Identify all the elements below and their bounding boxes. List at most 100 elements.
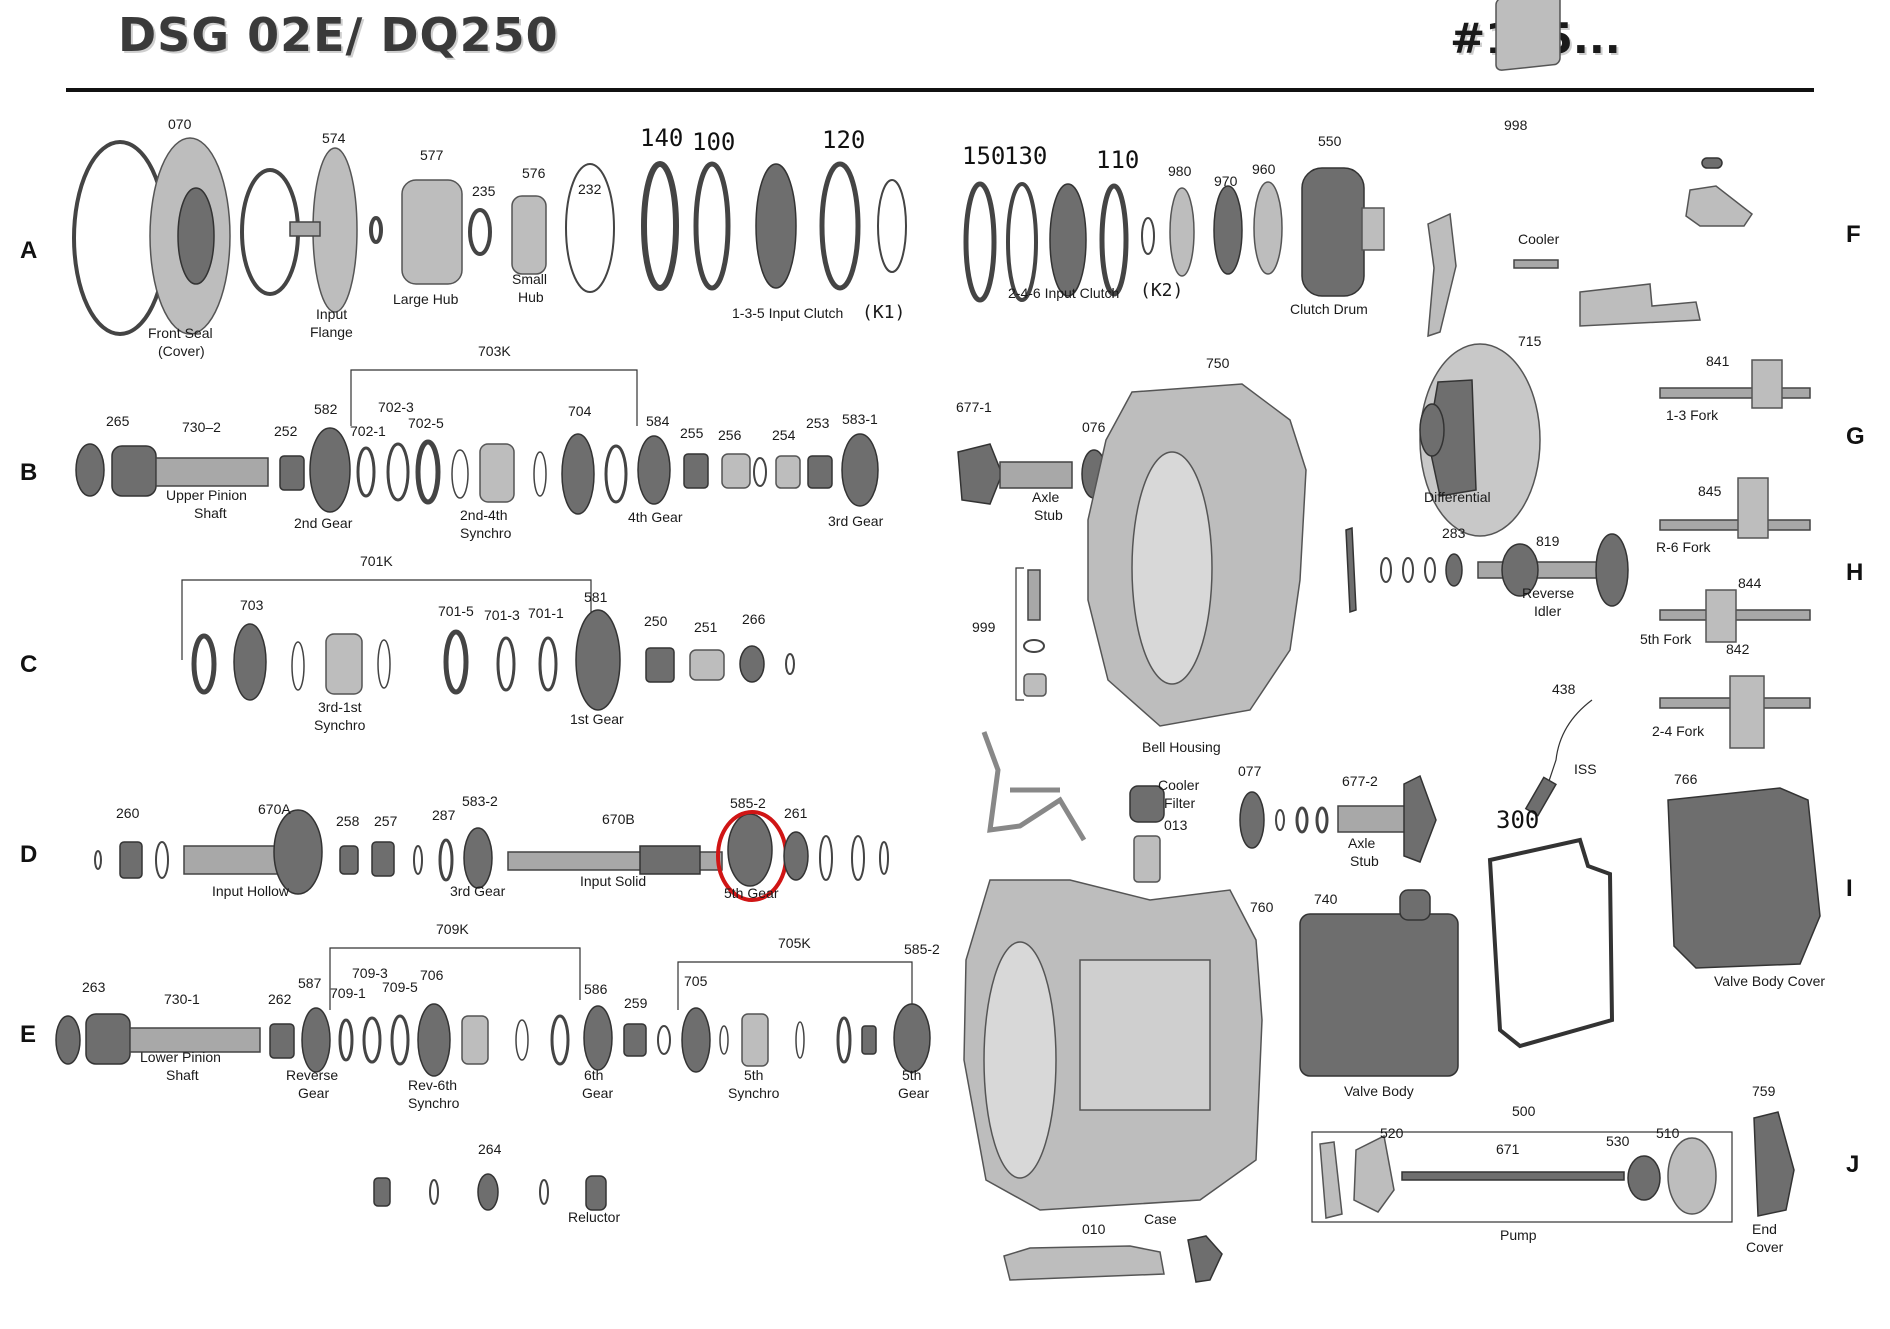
label-670b: 670B — [602, 811, 635, 827]
part-705 — [681, 1007, 711, 1073]
part-150-plate — [963, 181, 997, 303]
label-583-2: 583-2 — [462, 793, 498, 809]
label-pump: Pump — [1500, 1227, 1537, 1243]
label-980: 980 — [1168, 163, 1192, 179]
label-287: 287 — [432, 807, 456, 823]
label-550: 550 — [1318, 133, 1342, 149]
part-702-5 — [415, 439, 441, 505]
part-582-2nd-gear — [309, 427, 351, 513]
part-677-1-axle-stub-flange — [957, 443, 1003, 505]
part-819-gear-1 — [1501, 543, 1539, 597]
label-077: 077 — [1238, 763, 1262, 779]
part-254 — [775, 455, 801, 489]
label-2nd-4th-synchro: Synchro — [460, 525, 512, 541]
part-cooler-filter-cap — [1129, 785, 1165, 823]
row-letter-f: F — [1846, 221, 1861, 248]
group-box-500-pump — [1311, 1131, 1733, 1223]
label-582: 582 — [314, 401, 338, 417]
label-254: 254 — [772, 427, 796, 443]
label-5th-fork: 5th Fork — [1640, 631, 1692, 647]
label-reverse-gear-1: Reverse — [286, 1067, 338, 1083]
part-013-filter — [1133, 835, 1161, 883]
label-lower-pinion: Lower Pinion — [140, 1049, 221, 1065]
label-k2-clutch: 2-4-6 Input Clutch — [1008, 285, 1119, 301]
label-input-hollow: Input Hollow — [212, 883, 290, 899]
part-spring-ring — [451, 449, 469, 499]
part-262-bearing — [269, 1023, 295, 1059]
label-844: 844 — [1738, 575, 1762, 591]
part-110-plate — [1099, 183, 1129, 297]
part-283-bearing — [1445, 553, 1463, 587]
label-266: 266 — [742, 611, 766, 627]
part-077-ring-3 — [1315, 806, 1329, 834]
label-1st-gear: 1st Gear — [570, 711, 624, 727]
part-valve-body-connector — [1399, 889, 1431, 921]
part-730-2-upper-pinion-shaft — [155, 457, 269, 487]
label-reverse-idler-1: Reverse — [1522, 585, 1574, 601]
label-case: Case — [1144, 1211, 1177, 1227]
label-845: 845 — [1698, 483, 1722, 499]
part-701-3 — [496, 636, 516, 692]
label-valve-body: Valve Body — [1344, 1083, 1414, 1099]
label-701-5: 701-5 — [438, 603, 474, 619]
label-3rd-1st-synchro: Synchro — [314, 717, 366, 733]
label-150: 150 — [962, 142, 1005, 170]
part-253-bearing — [807, 455, 833, 489]
part-704-ring — [604, 444, 628, 504]
part-766-valve-body-cover — [1667, 787, 1821, 969]
row-letter-d: D — [20, 841, 37, 868]
label-577: 577 — [420, 147, 444, 163]
label-671: 671 — [1496, 1141, 1520, 1157]
part-585-2-5th-gear — [727, 813, 773, 887]
part-704 — [561, 433, 595, 515]
label-076: 076 — [1082, 419, 1106, 435]
part-980 — [1169, 187, 1195, 277]
part-706-rev-6th-synchro — [417, 1003, 451, 1077]
part-960 — [1253, 181, 1283, 275]
part-010-oil-pan-screen — [1003, 1245, 1165, 1281]
part-077-ring-2 — [1295, 806, 1309, 834]
label-reverse-gear-2: Gear — [298, 1085, 329, 1101]
part-998-cooler — [1495, 0, 1561, 71]
part-841-shaft — [1659, 387, 1811, 399]
part-709-3 — [362, 1016, 382, 1064]
label-cooler-filter-1: Cooler — [1158, 777, 1200, 793]
label-stub-1: Stub — [1034, 507, 1063, 523]
part-670a-gear — [273, 809, 323, 895]
label-cooler: Cooler — [1518, 231, 1560, 247]
part-shift-linkage — [1685, 185, 1754, 227]
part-530-pump-gear — [1627, 1155, 1661, 1201]
part-3rd-1st-synchro — [325, 633, 363, 695]
label-587: 587 — [298, 975, 322, 991]
part-e-ring — [550, 1014, 570, 1066]
part-266 — [739, 645, 765, 683]
part-576-small-hub — [511, 195, 547, 275]
part-c-spring-2 — [377, 639, 391, 689]
part-260-bearing — [119, 841, 143, 879]
part-740-valve-body — [1299, 913, 1459, 1077]
part-703 — [233, 623, 267, 701]
part-841-1-3-fork — [1751, 359, 1783, 409]
part-510-pump-housing — [1667, 1137, 1717, 1215]
part-574-hub — [289, 221, 321, 237]
label-5th-gear-e-1: 5th — [902, 1067, 921, 1083]
label-232: 232 — [578, 181, 602, 197]
part-140-plate — [641, 161, 679, 291]
part-e-spring — [515, 1019, 529, 1061]
label-reverse-idler-2: Idler — [1534, 603, 1562, 619]
part-differential-bearing — [1419, 403, 1445, 457]
label-120: 120 — [822, 126, 865, 154]
part-999-pin — [1027, 569, 1041, 621]
part-677-1-axle-stub — [999, 461, 1073, 489]
label-k1-clutch: 1-3-5 Input Clutch — [732, 305, 843, 321]
label-760: 760 — [1250, 899, 1274, 915]
label-261: 261 — [784, 805, 808, 821]
label-6th-2: Gear — [582, 1085, 613, 1101]
part-844-5th-fork — [1705, 589, 1737, 643]
label-819: 819 — [1536, 533, 1560, 549]
label-670a: 670A — [258, 801, 291, 817]
part-lower-pinion-gear — [85, 1013, 131, 1065]
part-701-1 — [538, 636, 558, 692]
part-070-inner — [177, 187, 215, 285]
part-257-bearing — [371, 841, 395, 877]
